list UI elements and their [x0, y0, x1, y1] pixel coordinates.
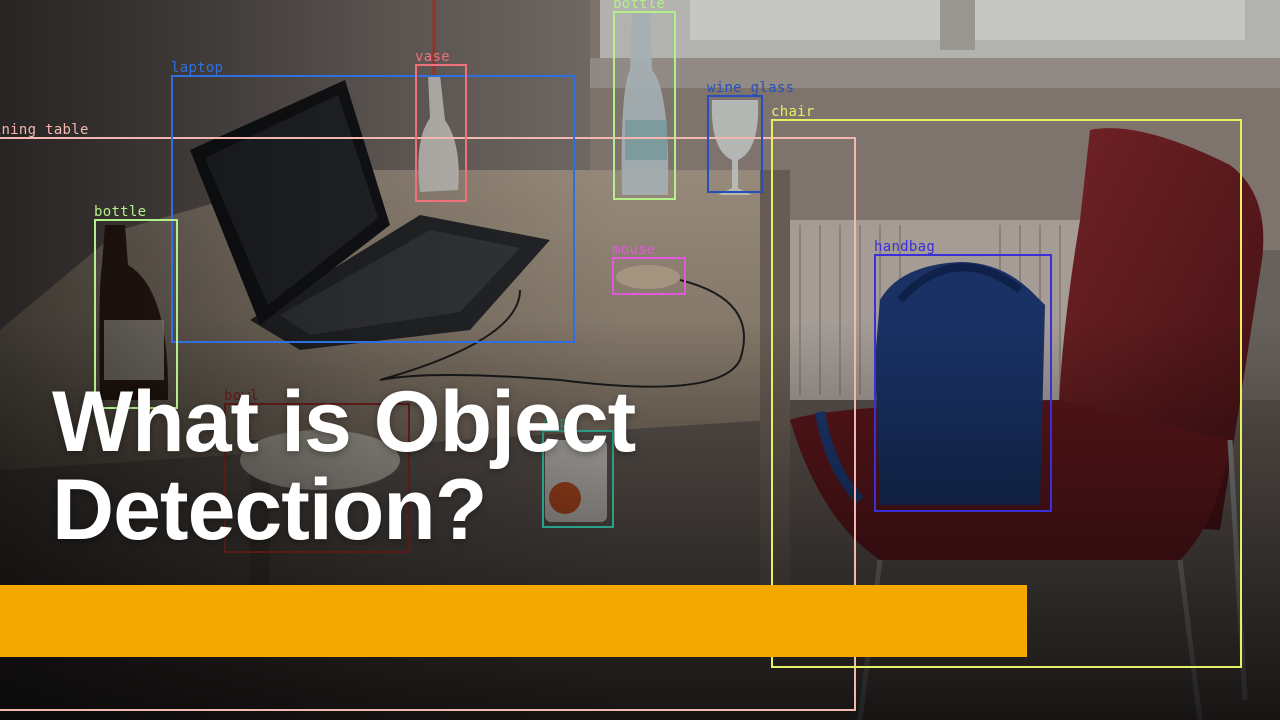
detection-box-vase: vase — [415, 49, 467, 202]
detection-box-dining-table: dining table — [0, 122, 856, 711]
detection-box-bottle-window: bottle — [613, 0, 676, 200]
detection-label-bowl: bowl — [224, 388, 259, 404]
detection-box-chair: chair — [771, 104, 1242, 668]
accent-bar — [0, 585, 1027, 657]
detection-box-mouse: mouse — [612, 242, 686, 295]
detection-box-wine-glass: wine glass — [707, 80, 794, 193]
detection-box-bowl: bowl — [224, 388, 410, 553]
detection-label-bottle-window: bottle — [613, 0, 666, 12]
detection-label-dining-table: dining table — [0, 122, 89, 138]
detection-label-vase: vase — [415, 49, 450, 65]
detection-box-cup: cup — [542, 415, 614, 528]
detection-box-handbag: handbag — [874, 239, 1052, 512]
detection-label-handbag: handbag — [874, 239, 936, 255]
detection-label-wine-glass: wine glass — [707, 80, 795, 96]
detection-label-mouse: mouse — [612, 242, 656, 258]
detection-box-laptop: laptop — [171, 60, 575, 343]
detection-label-bottle-left: bottle — [94, 204, 147, 220]
headline: What is Object Detection? — [52, 378, 852, 554]
detection-box-bottle-left: bottle — [94, 204, 178, 409]
headline-line-1: What is Object — [52, 374, 636, 470]
detection-label-cup: cup — [542, 415, 569, 431]
detection-label-chair: chair — [771, 104, 815, 120]
detection-label-laptop: laptop — [171, 60, 224, 76]
headline-line-2: Detection? — [52, 462, 487, 558]
